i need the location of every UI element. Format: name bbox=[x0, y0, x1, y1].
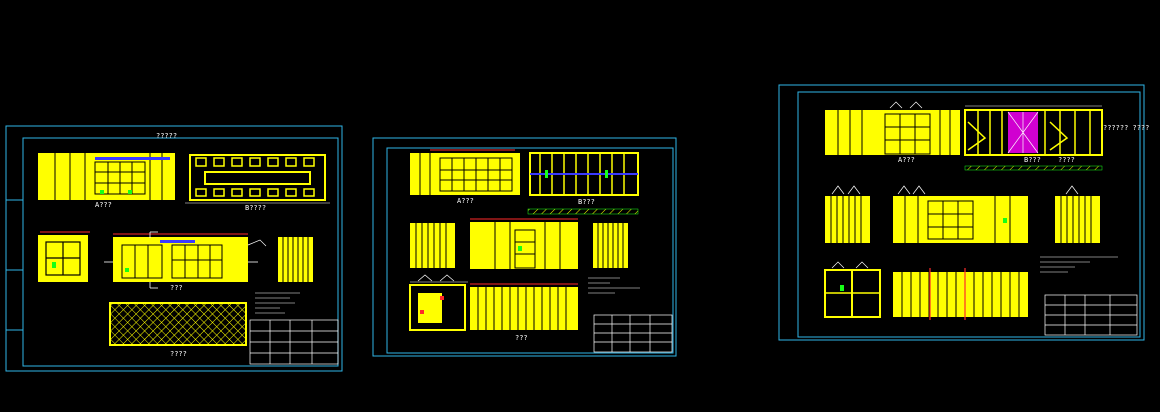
section-marker-b bbox=[104, 231, 258, 289]
sheet-3-view-b-label: B??? bbox=[1024, 156, 1041, 164]
sheet-1-floor-label: ???? bbox=[170, 350, 187, 358]
drawing-sheet-3[interactable] bbox=[778, 84, 1145, 341]
title-block bbox=[593, 314, 673, 353]
leader-arrow bbox=[247, 239, 267, 247]
sheet-outer-border bbox=[5, 125, 343, 372]
sheet-1-view-b-label: B???? bbox=[245, 204, 267, 212]
container-side-view-right[interactable] bbox=[1055, 185, 1100, 243]
sheet-3-view-a-label: A??? bbox=[898, 156, 915, 164]
notes-block bbox=[588, 277, 640, 294]
container-section-view[interactable] bbox=[824, 261, 881, 318]
container-view-b[interactable] bbox=[527, 152, 639, 215]
sheet-2-view-b-label: B??? bbox=[578, 198, 595, 206]
sheet-inner-border bbox=[386, 147, 674, 354]
title-block bbox=[1044, 294, 1138, 336]
container-view-a[interactable] bbox=[410, 149, 520, 195]
container-section-view[interactable] bbox=[409, 274, 468, 331]
container-long-section[interactable] bbox=[893, 268, 1028, 320]
container-side-view-left[interactable] bbox=[38, 231, 90, 282]
container-side-view-left[interactable] bbox=[825, 185, 870, 243]
container-center-elevation[interactable] bbox=[113, 233, 248, 282]
sheet-inner-border bbox=[22, 137, 339, 367]
container-long-section[interactable] bbox=[470, 283, 578, 330]
container-view-b[interactable] bbox=[189, 154, 326, 201]
sheet-outer-border bbox=[372, 137, 677, 357]
sheet-1-view-a-label: A??? bbox=[95, 201, 112, 209]
sheet-2-section-label: ??? bbox=[515, 334, 528, 342]
sheet-3-top-note: ?????? ???? bbox=[1103, 124, 1150, 132]
notes-block bbox=[255, 292, 300, 314]
sheet-1-section-label: ??? bbox=[170, 284, 183, 292]
container-side-view-left[interactable] bbox=[410, 223, 455, 268]
drawing-sheet-1[interactable] bbox=[5, 125, 343, 372]
sheet-3-view-b2-label: ???? bbox=[1058, 156, 1075, 164]
sheet-1-top-note: ????? bbox=[156, 132, 178, 140]
sheet-inner-border bbox=[797, 91, 1141, 338]
sheet-2-view-a-label: A??? bbox=[457, 197, 474, 205]
container-center-elevation[interactable] bbox=[470, 218, 578, 269]
container-view-a[interactable] bbox=[825, 101, 960, 155]
notes-block bbox=[1040, 256, 1118, 273]
floor-plan-hatched[interactable] bbox=[109, 302, 247, 346]
sheet-edge-ticks bbox=[6, 199, 23, 331]
drawing-sheet-2[interactable] bbox=[372, 137, 677, 357]
container-side-view-right[interactable] bbox=[593, 223, 628, 268]
container-center-elevation[interactable] bbox=[893, 185, 1028, 243]
container-side-view-right[interactable] bbox=[278, 237, 313, 282]
title-block bbox=[249, 319, 339, 365]
container-view-b[interactable] bbox=[964, 105, 1103, 171]
container-view-a[interactable] bbox=[38, 153, 175, 200]
sheet-outer-border bbox=[778, 84, 1145, 341]
